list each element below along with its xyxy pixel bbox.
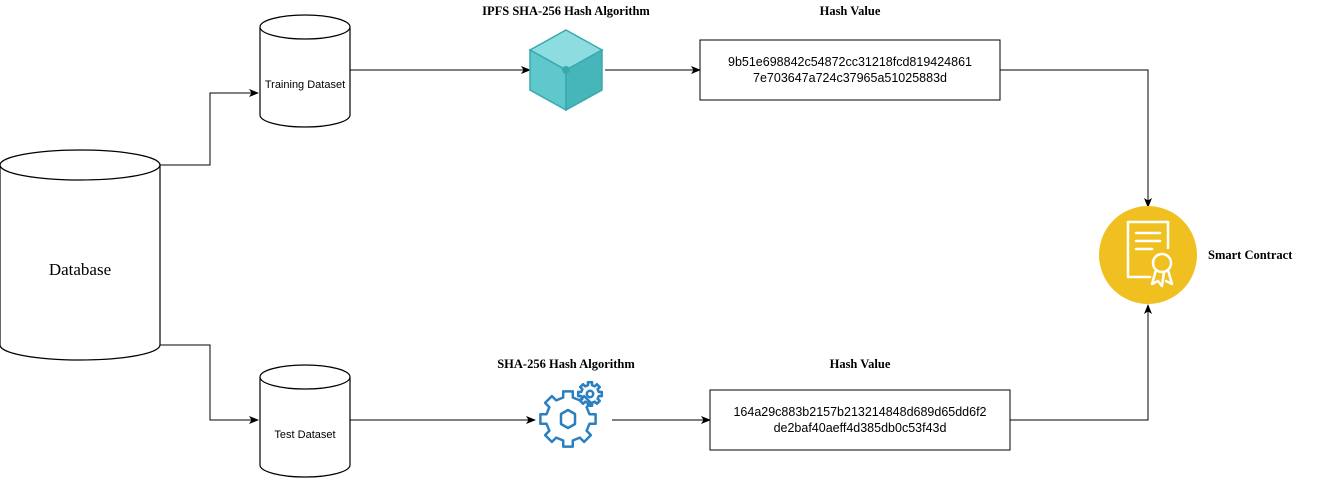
ipfs-algorithm-label: IPFS SHA-256 Hash Algorithm — [482, 4, 650, 18]
db-to-test-arrow — [160, 344, 259, 424]
hash-line-2: 7e703647a724c37965a51025883d — [753, 71, 947, 85]
cube-icon — [528, 29, 604, 112]
sha256-algorithm-label: SHA-256 Hash Algorithm — [497, 357, 635, 371]
training-dataset-label: Training Dataset — [265, 79, 345, 91]
test-dataset-label: Test Dataset — [274, 429, 335, 441]
training-dataset-cylinder: Training Dataset — [259, 14, 351, 128]
hash-box-test — [709, 389, 1011, 451]
database-cylinder: Database — [0, 149, 161, 361]
hash-line-2: de2baf40aeff4d385db0c53f43d — [773, 421, 947, 435]
smart-contract-label: Smart Contract — [1208, 248, 1293, 262]
hash2-to-contract-arrow — [1010, 304, 1152, 421]
hash1-to-contract-arrow — [1000, 69, 1152, 208]
certificate-icon — [1099, 206, 1197, 304]
hash-title-test: Hash Value — [830, 357, 891, 371]
test-dataset-cylinder: Test Dataset — [259, 364, 351, 478]
hash-line-1: 164a29c883b2157b213214848d689d65dd6f2 — [733, 405, 987, 419]
hash-line-1: 9b51e698842c54872cc31218fcd819424861 — [728, 55, 972, 69]
hash-box-training — [699, 39, 1001, 101]
hash-title-training: Hash Value — [820, 4, 881, 18]
db-to-training-arrow — [160, 89, 259, 166]
hash-value-training: 9b51e698842c54872cc31218fcd819424861 7e7… — [700, 40, 1000, 100]
connectors — [160, 66, 1152, 424]
hash-value-test: 164a29c883b2157b213214848d689d65dd6f2 de… — [710, 390, 1010, 450]
database-label: Database — [49, 260, 111, 279]
gears-icon — [539, 380, 604, 448]
